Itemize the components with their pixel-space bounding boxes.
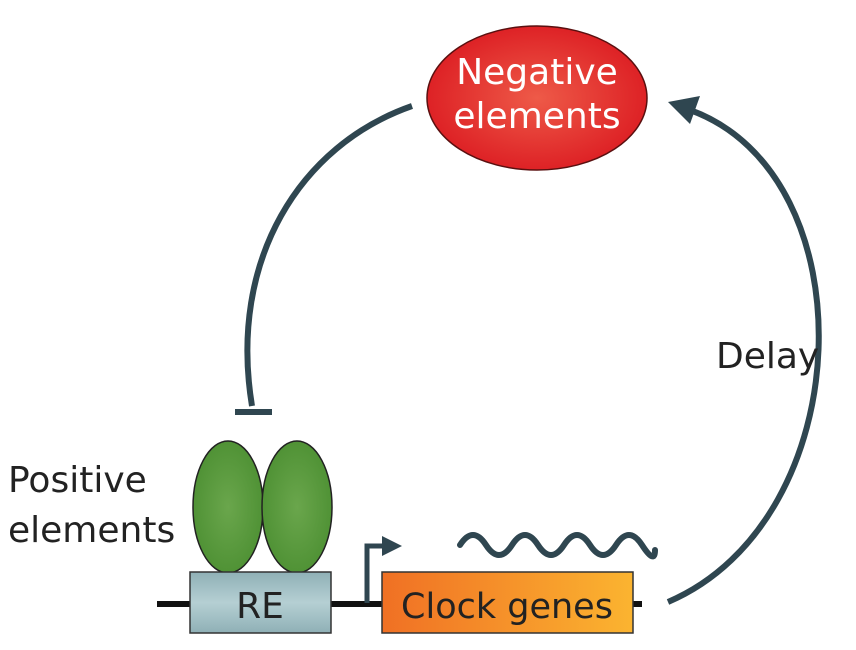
delay-arrowhead xyxy=(668,96,700,124)
delay-label: Delay xyxy=(716,336,819,377)
inhibition-arc xyxy=(244,103,413,407)
delay-arc xyxy=(666,107,822,605)
positive-element-protein-2 xyxy=(261,440,333,574)
transcription-arrowhead xyxy=(382,536,402,556)
positive-elements-label-line2: elements xyxy=(8,510,175,551)
response-element-box xyxy=(189,571,332,634)
clock-genes-label: Clock genes xyxy=(401,587,613,627)
response-element-label: RE xyxy=(236,586,284,627)
positive-elements-label-line1: Positive xyxy=(8,460,147,501)
negative-elements-label-line2: elements xyxy=(453,96,620,137)
clock-genes-box xyxy=(381,571,634,634)
transcription-start-arrow xyxy=(364,543,386,603)
negative-elements-label-line1: Negative xyxy=(456,52,618,93)
negative-elements-node xyxy=(426,25,648,171)
positive-element-protein-1 xyxy=(192,440,264,574)
mrna-wave-icon xyxy=(457,532,658,560)
